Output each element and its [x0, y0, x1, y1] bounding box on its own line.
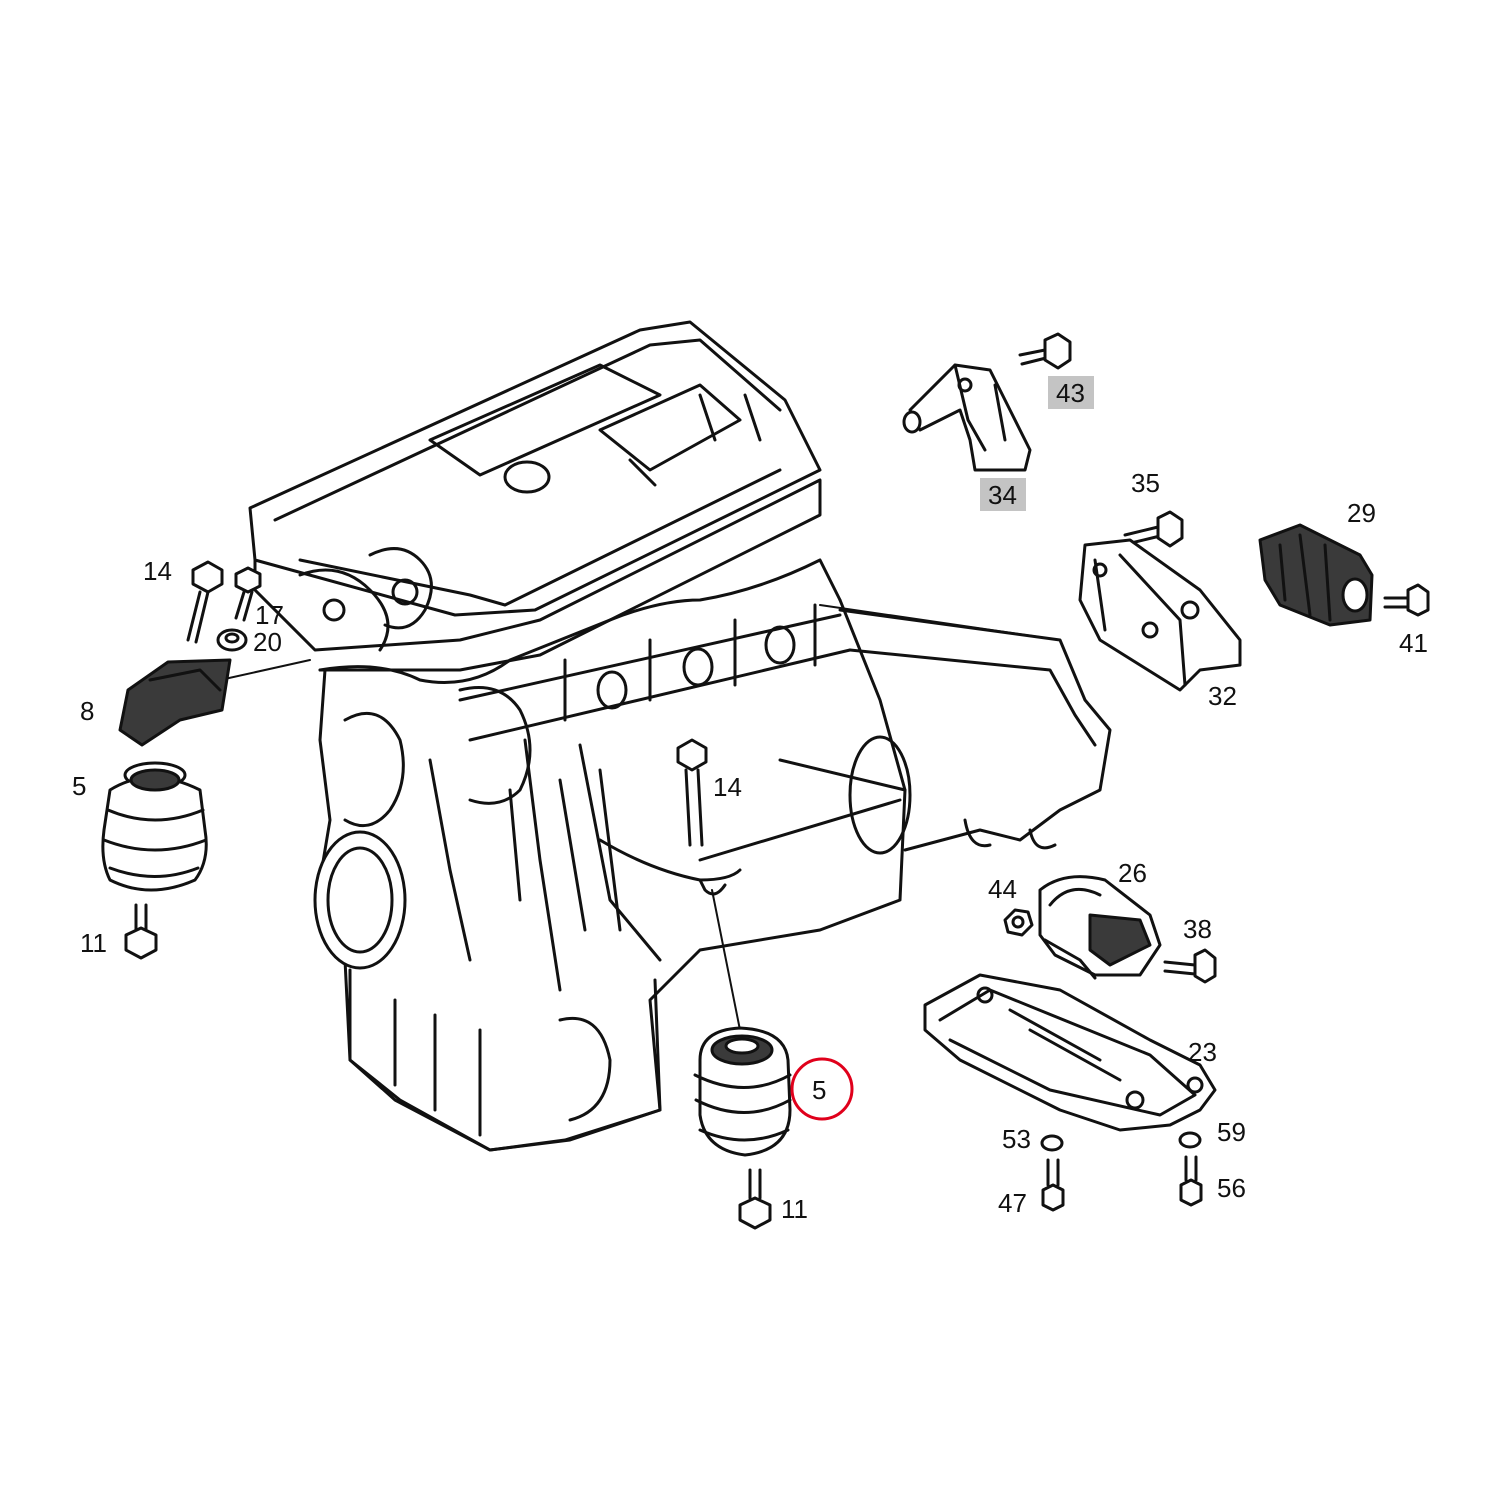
- plate-23: [923, 973, 1217, 1132]
- mount-29: [1258, 523, 1374, 627]
- bracket-8: [118, 658, 232, 747]
- callout-14-left[interactable]: 14: [143, 556, 172, 586]
- callout-34[interactable]: 34: [988, 480, 1017, 510]
- washer-20: [216, 628, 248, 652]
- leader-lines: [219, 604, 1061, 1031]
- callout-17[interactable]: 17: [255, 600, 284, 630]
- engine-block: [248, 320, 1112, 1152]
- callout-20[interactable]: 20: [253, 627, 282, 657]
- bolt-47: [1041, 1158, 1065, 1212]
- callout-35[interactable]: 35: [1131, 468, 1160, 498]
- callout-23[interactable]: 23: [1188, 1037, 1217, 1067]
- callout-47[interactable]: 47: [998, 1188, 1027, 1218]
- callout-26[interactable]: 26: [1118, 858, 1147, 888]
- bolt-14-left: [186, 560, 224, 644]
- callout-43-highlight: [1048, 376, 1094, 409]
- bolt-17: [234, 566, 262, 622]
- callout-43[interactable]: 43: [1056, 378, 1085, 408]
- bracket-32: [1078, 538, 1242, 692]
- washer-59: [1178, 1131, 1202, 1149]
- callout-14-center[interactable]: 14: [713, 772, 742, 802]
- bolt-14-center: [676, 738, 708, 847]
- callout-5-center[interactable]: 5: [812, 1075, 826, 1105]
- engine-mount-5-center: [693, 1026, 792, 1157]
- callout-44[interactable]: 44: [988, 874, 1017, 904]
- callout-5-highlight-circle: [790, 1057, 854, 1121]
- callout-32[interactable]: 32: [1208, 681, 1237, 711]
- nut-44: [1003, 908, 1034, 937]
- callout-34-highlight: [980, 478, 1026, 511]
- callout-11-left[interactable]: 11: [80, 928, 107, 958]
- bolt-41: [1383, 583, 1430, 617]
- engine-mount-5-left: [101, 761, 208, 892]
- callout-11-center[interactable]: 11: [781, 1194, 808, 1224]
- bolt-38: [1163, 948, 1217, 984]
- callout-56[interactable]: 56: [1217, 1173, 1246, 1203]
- callout-53[interactable]: 53: [1002, 1124, 1031, 1154]
- bolt-35: [1123, 510, 1184, 548]
- bolt-11-left: [124, 903, 158, 960]
- bolt-11-center: [738, 1168, 772, 1230]
- callout-5-left[interactable]: 5: [72, 771, 86, 801]
- callout-38[interactable]: 38: [1183, 914, 1212, 944]
- washer-53: [1040, 1134, 1064, 1152]
- callout-59[interactable]: 59: [1217, 1117, 1246, 1147]
- mount-26: [1038, 875, 1162, 980]
- bolt-56: [1179, 1155, 1203, 1207]
- callout-29[interactable]: 29: [1347, 498, 1376, 528]
- callout-labels: 14 17 20 8 5 11 14 5 11 43 34 35 29 41 3…: [72, 378, 1428, 1224]
- bolt-43: [1018, 332, 1072, 370]
- callout-41[interactable]: 41: [1399, 628, 1428, 658]
- callout-8[interactable]: 8: [80, 696, 94, 726]
- bracket-34: [902, 363, 1032, 472]
